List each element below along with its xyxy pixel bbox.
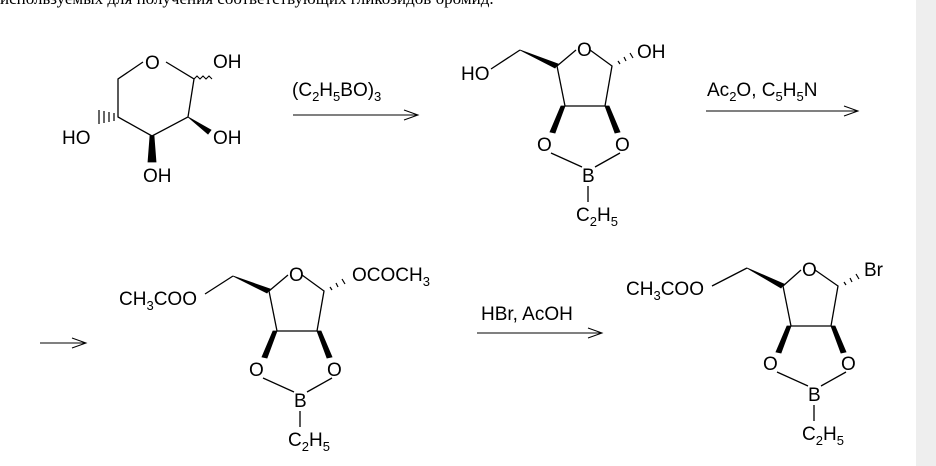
dioxaborolane-oxygen-left-3: O — [249, 360, 264, 381]
dioxaborolane-oxygen-left-4: O — [763, 354, 778, 375]
reaction-arrow-1: (C2H5BO)3 — [292, 80, 420, 121]
ring-oxygen-3: O — [289, 265, 304, 286]
caption-text: используемых для получения соответствующ… — [0, 0, 494, 8]
ethyl-group-3: C2H5 — [288, 430, 330, 454]
wedge-bond-c4 — [519, 49, 559, 69]
boron-atom-4: B — [808, 385, 821, 406]
hydroxyl-c4: HO — [62, 128, 91, 149]
molecule-diacetate: CH3COO O OCOCH3 O O B C2H5 — [119, 265, 430, 454]
hydroxyl-c2: OH — [213, 128, 242, 149]
hashed-bond-anomeric-2 — [617, 52, 634, 65]
reagent-3: HBr, AcOH — [481, 304, 573, 325]
ethyl-group-4: C2H5 — [802, 424, 844, 448]
wedge-bond-right-4 — [830, 325, 847, 354]
wedge-bond-right-2 — [604, 105, 621, 134]
reagent-2: Ac2O, C5H5N — [707, 80, 817, 104]
boron-atom-3: B — [294, 391, 307, 412]
hydroxyl-c3: OH — [143, 166, 172, 187]
anomeric-hydroxyl: OH — [213, 52, 242, 73]
wedge-bond-c4-4 — [746, 267, 785, 289]
molecule-furanose-boronate: HO O OH O O B C2H5 — [461, 40, 666, 229]
reagent-1: (C2H5BO)3 — [292, 80, 381, 104]
acetoxy-c5: CH3COO — [119, 289, 197, 313]
reaction-arrow-3: HBr, AcOH — [477, 304, 604, 339]
hydroxyl-c5: HO — [461, 64, 490, 85]
page-edge — [916, 0, 936, 466]
acetoxy-c5-4: CH3COO — [626, 279, 704, 303]
wedge-bond-c2 — [187, 116, 212, 135]
hashed-bond-anomeric-3 — [329, 278, 346, 291]
hashed-bond-anomeric-4 — [843, 273, 860, 286]
wedge-bond-c4-3 — [232, 275, 271, 294]
wedge-bond-right-3 — [316, 330, 333, 359]
wedge-bond-c3 — [147, 135, 157, 163]
ethyl-group-2: C2H5 — [576, 205, 618, 229]
reaction-arrow-continue — [40, 337, 88, 349]
reaction-arrow-2: Ac2O, C5H5N — [706, 80, 860, 117]
dioxaborolane-oxygen-left-2: O — [537, 135, 552, 156]
ring-oxygen-2: O — [577, 40, 592, 61]
dioxaborolane-oxygen-right-3: O — [327, 360, 342, 381]
bromine-atom: Br — [864, 260, 884, 281]
dioxaborolane-oxygen-right-4: O — [841, 354, 856, 375]
wedge-bond-left-4 — [775, 325, 792, 354]
wedge-bond-left-3 — [261, 330, 278, 359]
ring-oxygen: O — [145, 53, 160, 74]
hashed-bond-c4 — [98, 110, 115, 124]
molecule-glycosyl-bromide: CH3COO O Br O O B C2H5 — [626, 260, 884, 448]
dioxaborolane-oxygen-right-2: O — [615, 135, 630, 156]
wedge-bond-left-2 — [549, 105, 566, 134]
molecule-pyranose: O OH HO OH OH — [62, 52, 242, 187]
anomeric-hydroxyl-2: OH — [637, 42, 666, 63]
ring-oxygen-4: O — [802, 260, 817, 281]
acetoxy-anomeric: OCOCH3 — [352, 265, 430, 289]
boron-atom-2: B — [582, 166, 595, 187]
